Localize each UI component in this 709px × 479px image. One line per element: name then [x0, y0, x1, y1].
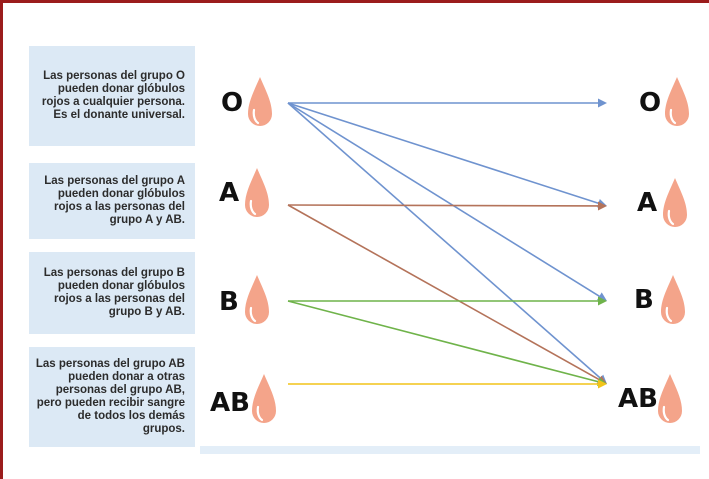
blood-drop-icon: [665, 77, 689, 126]
recipient-label-a: A: [637, 188, 658, 218]
info-text-ab: Las personas del grupo AB pueden donar a…: [35, 358, 185, 435]
bottom-bar: [200, 446, 700, 454]
blood-drop-icon: [245, 168, 269, 217]
arrow-o-to-a: [287, 102, 607, 208]
blood-drop-icon: [663, 178, 687, 227]
donor-label-o: O: [221, 88, 244, 118]
info-box-a: Las personas del grupo A pueden donar gl…: [29, 163, 195, 239]
info-box-b: Las personas del grupo B pueden donar gl…: [29, 252, 195, 334]
info-text-o: Las personas del grupo O pueden donar gl…: [41, 70, 185, 121]
arrow-o-to-b: [287, 102, 607, 301]
recipient-label-b: B: [634, 285, 654, 315]
arrow-o-to-o: [288, 98, 607, 108]
arrow-b-to-ab: [287, 300, 607, 387]
info-box-ab: Las personas del grupo AB pueden donar a…: [29, 347, 195, 447]
blood-drop-icon: [248, 77, 272, 126]
recipient-label-ab: AB: [618, 384, 658, 414]
blood-drop-icon: [658, 374, 682, 423]
donor-label-ab: AB: [210, 388, 250, 418]
donor-label-a: A: [219, 178, 240, 208]
info-text-b: Las personas del grupo B pueden donar gl…: [43, 267, 185, 318]
arrow-b-to-b: [288, 296, 607, 306]
arrow-a-to-a: [287, 201, 607, 211]
blood-drop-icon: [661, 275, 685, 324]
info-box-o: Las personas del grupo O pueden donar gl…: [29, 46, 195, 146]
arrow-a-to-ab: [287, 204, 607, 384]
donor-label-b: B: [219, 287, 239, 317]
info-text-a: Las personas del grupo A pueden donar gl…: [44, 175, 185, 226]
arrow-ab-to-ab: [288, 379, 607, 389]
blood-drop-icon: [252, 374, 276, 423]
blood-drop-icon: [245, 275, 269, 324]
recipient-label-o: O: [639, 88, 662, 118]
